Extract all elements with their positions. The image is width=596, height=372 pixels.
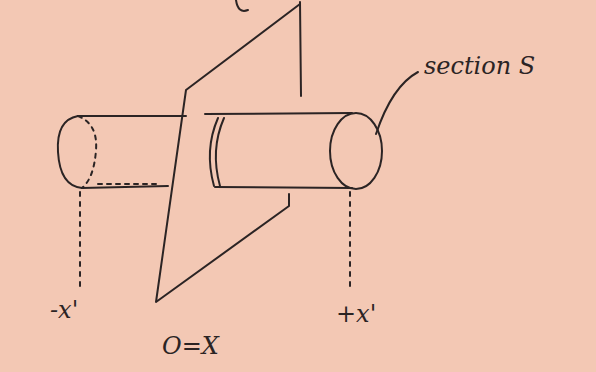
cylinder-bottom-line [82, 186, 168, 188]
cylinder-left-end [58, 116, 82, 188]
plane-edge [300, 2, 301, 96]
axis-label: O=X [162, 334, 219, 358]
cylinder-top-line [78, 115, 186, 117]
cylinder-right-end [330, 113, 382, 189]
projection-line [349, 192, 351, 292]
cut-off-stroke [236, 0, 248, 11]
projection-line [79, 192, 81, 286]
cylinder-top-line [205, 113, 352, 114]
axis-label: -x' [50, 298, 78, 322]
cylinder-bottom-line [215, 187, 352, 188]
plane-outline [156, 4, 300, 302]
cylinder-hidden-line [98, 183, 160, 185]
section-label: section S [424, 54, 535, 78]
axis-label: +x' [336, 302, 376, 326]
cylinder-left-end-hidden [78, 116, 96, 188]
leader-line [376, 72, 418, 134]
section-mark [216, 118, 224, 186]
